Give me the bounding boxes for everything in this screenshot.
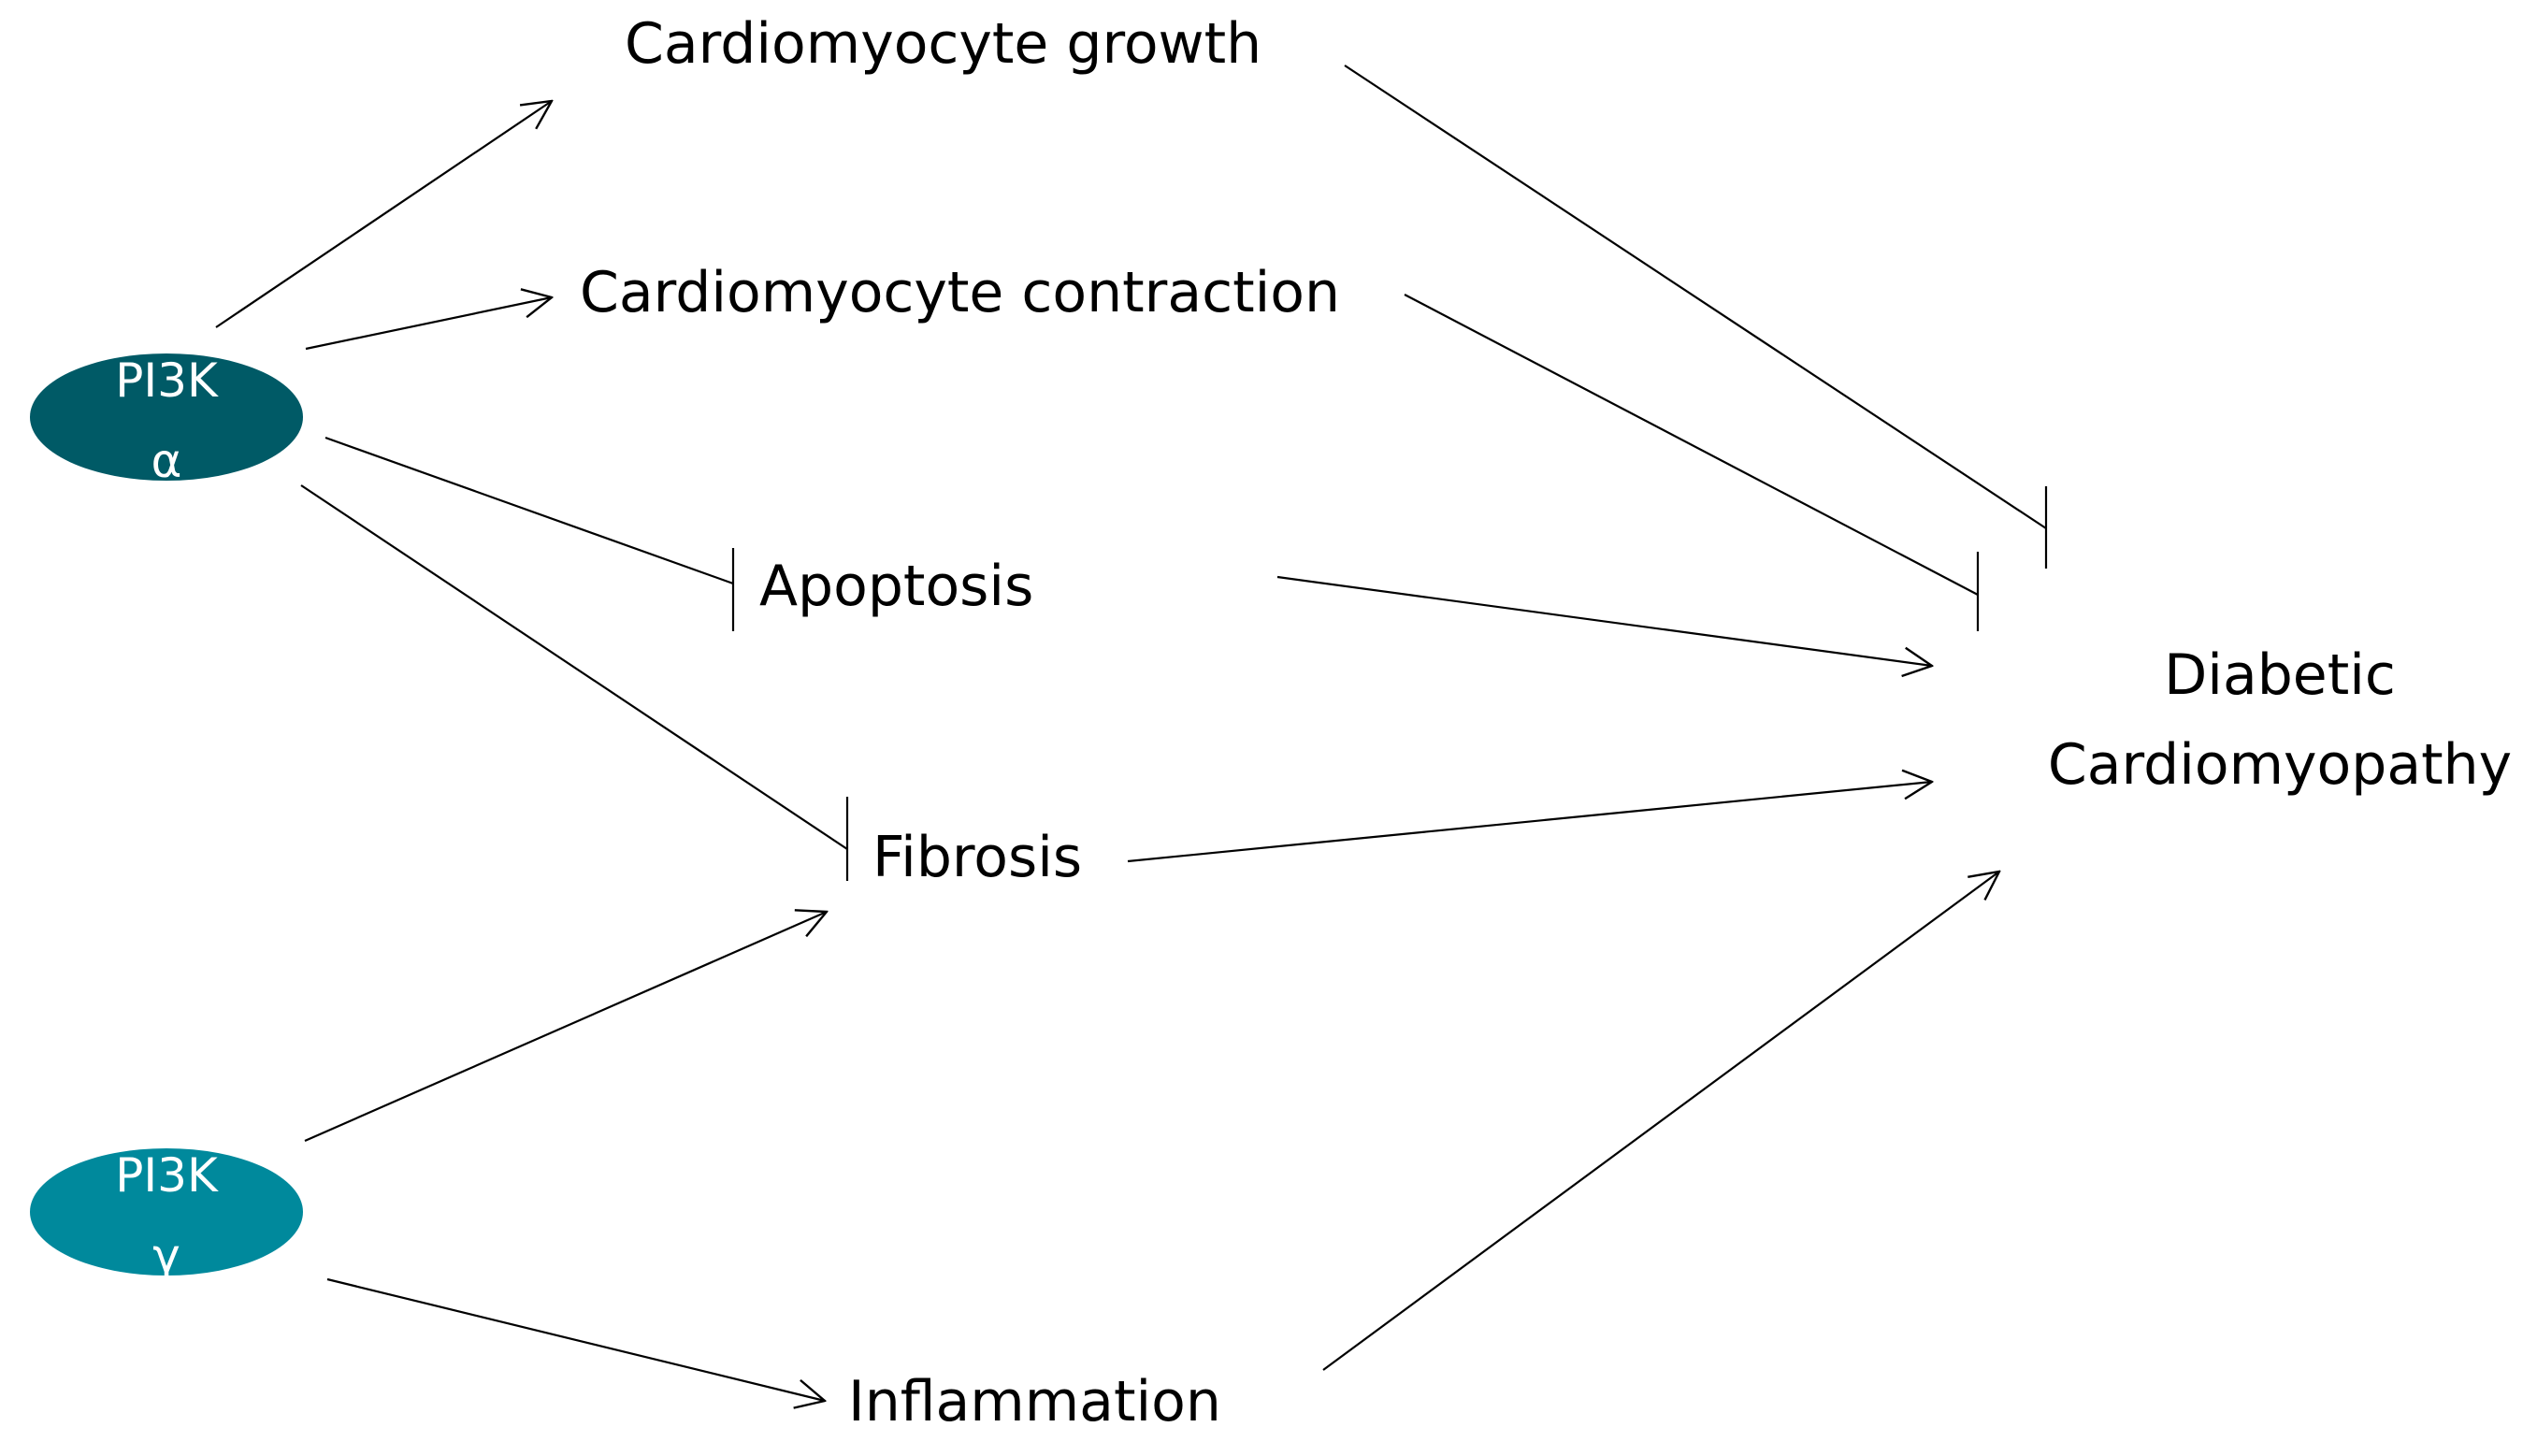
edge-contraction-inhibits-cardiomyopathy xyxy=(1404,294,1980,631)
label-cardiomyocyte-contraction: Cardiomyocyte contraction xyxy=(580,260,1340,325)
label-inflammation: Inflammation xyxy=(848,1369,1221,1434)
edge-gamma-to-fibrosis xyxy=(304,912,827,1143)
outcome-label-line1: Diabetic xyxy=(2164,642,2396,708)
edge-gamma-to-inflammation xyxy=(326,1277,825,1401)
pi3k-alpha-ellipse xyxy=(30,353,303,481)
pi3k-alpha-label-line2: α xyxy=(151,434,182,488)
edge-fibrosis-to-cardiomyopathy xyxy=(1127,782,1932,863)
pi3k-gamma-ellipse xyxy=(30,1148,303,1276)
edge-growth-inhibits-cardiomyopathy xyxy=(1344,65,2048,569)
label-fibrosis: Fibrosis xyxy=(872,825,1082,890)
pi3k-gamma-label-line2: γ xyxy=(152,1229,180,1283)
edge-alpha-inhibits-fibrosis xyxy=(300,484,849,881)
pi3k-alpha-label-line1: PI3K xyxy=(115,353,219,408)
edge-alpha-inhibits-apoptosis xyxy=(324,436,735,631)
node-pi3k-alpha: PI3K α xyxy=(30,353,303,488)
edge-alpha-to-contraction xyxy=(305,297,552,351)
label-cardiomyocyte-growth: Cardiomyocyte growth xyxy=(625,11,1261,77)
node-pi3k-gamma: PI3K γ xyxy=(30,1148,303,1283)
outcome-diabetic-cardiomyopathy: Diabetic Cardiomyopathy xyxy=(2048,642,2512,798)
edge-apoptosis-to-cardiomyopathy xyxy=(1276,575,1932,666)
pi3k-gamma-label-line1: PI3K xyxy=(115,1148,219,1203)
label-apoptosis: Apoptosis xyxy=(759,554,1033,619)
edge-alpha-to-growth xyxy=(215,101,552,328)
outcome-label-line2: Cardiomyopathy xyxy=(2048,732,2512,798)
edge-inflammation-to-cardiomyopathy xyxy=(1322,872,1999,1371)
